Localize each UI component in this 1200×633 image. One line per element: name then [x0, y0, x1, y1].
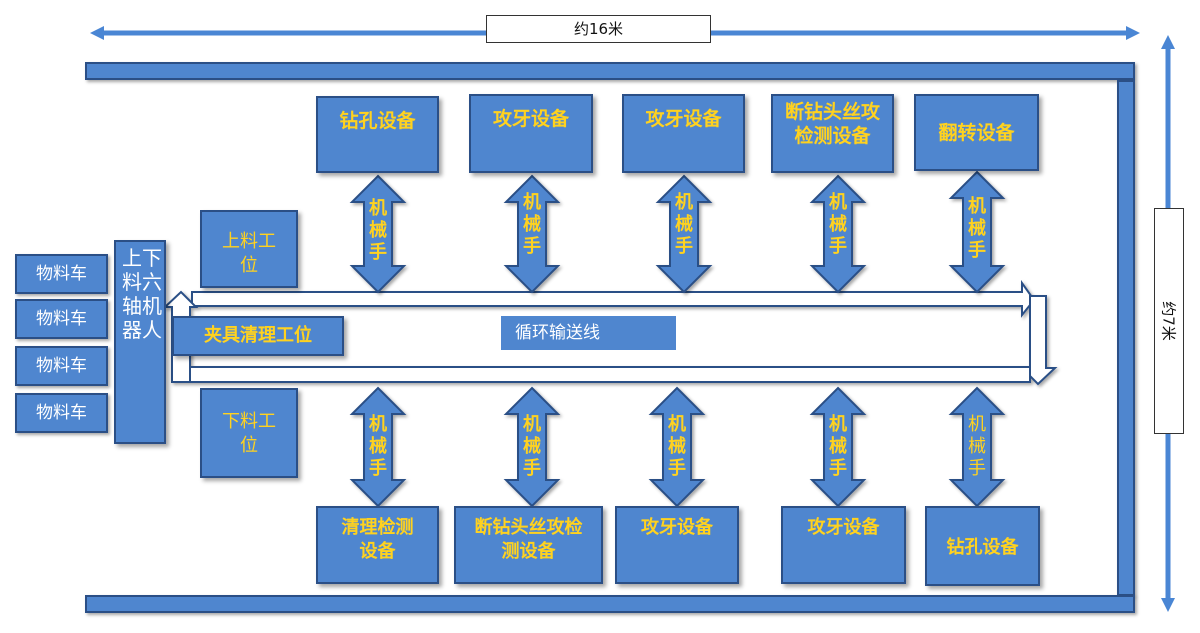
bottom-station-4[interactable]: 攻牙设备 [781, 506, 906, 584]
six-axis-robot[interactable]: 上下料六轴机器人 [114, 240, 166, 444]
material-cart-3[interactable]: 物料车 [15, 346, 108, 386]
manipulator-label-top-1: 机械手 [369, 198, 387, 263]
bottom-wall [85, 595, 1135, 613]
top-station-1[interactable]: 钻孔设备 [316, 96, 439, 173]
bottom-station-5[interactable]: 钻孔设备 [925, 506, 1040, 586]
material-cart-1[interactable]: 物料车 [15, 254, 108, 294]
height-dimension-text: 约7米 [1159, 301, 1178, 341]
loading-station[interactable]: 上料工位 [200, 210, 298, 288]
manipulator-label-bottom-2: 机械手 [523, 414, 541, 479]
height-dimension-label: 约7米 [1154, 208, 1184, 434]
top-station-3[interactable]: 攻牙设备 [622, 94, 745, 173]
bottom-station-2[interactable]: 断钻头丝攻检测设备 [454, 506, 603, 584]
material-cart-4[interactable]: 物料车 [15, 393, 108, 433]
manipulator-label-top-5: 机械手 [968, 196, 986, 261]
manipulator-label-bottom-5: 机械手 [968, 414, 986, 479]
right-wall [1117, 80, 1135, 596]
top-station-5[interactable]: 翻转设备 [914, 94, 1039, 171]
material-cart-2[interactable]: 物料车 [15, 299, 108, 339]
unloading-station[interactable]: 下料工位 [200, 388, 298, 478]
manipulator-label-bottom-3: 机械手 [668, 414, 686, 479]
manipulator-arrows-top [349, 170, 1006, 294]
manipulator-label-top-4: 机械手 [829, 192, 847, 257]
manipulator-label-top-2: 机械手 [523, 192, 541, 257]
top-station-2[interactable]: 攻牙设备 [469, 94, 593, 173]
top-station-4[interactable]: 断钻头丝攻检测设备 [771, 94, 894, 173]
bottom-station-1[interactable]: 清理检测设备 [316, 506, 439, 584]
conveyor-label: 循环输送线 [501, 316, 676, 350]
fixture-cleaning-station[interactable]: 夹具清理工位 [172, 316, 344, 356]
conveyor-loop [162, 279, 1058, 386]
manipulator-label-bottom-4: 机械手 [829, 414, 847, 479]
bottom-station-3[interactable]: 攻牙设备 [615, 506, 739, 584]
manipulator-label-top-3: 机械手 [675, 192, 693, 257]
manipulator-arrows-bottom [349, 386, 1006, 508]
manipulator-label-bottom-1: 机械手 [369, 414, 387, 479]
width-dimension-label: 约16米 [486, 15, 711, 43]
top-wall [85, 62, 1135, 80]
